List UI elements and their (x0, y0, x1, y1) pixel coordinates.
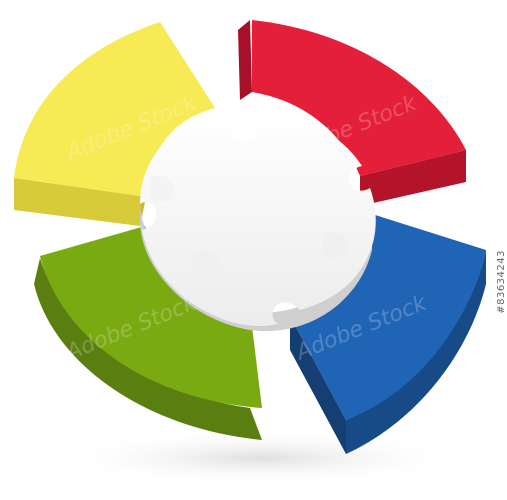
red-segment-side (238, 20, 252, 100)
green-segment-top (40, 226, 262, 408)
center-puzzle-piece (140, 111, 376, 332)
blue-segment-side (290, 316, 346, 454)
red-segment-side-outer (360, 150, 466, 206)
blue-segment-top (290, 214, 486, 420)
blue-segment-side-outer (346, 250, 486, 454)
center-notch-bottom (192, 249, 220, 277)
yellow-segment-top (14, 22, 215, 196)
green-segment (34, 226, 262, 440)
center-notch-top (229, 118, 259, 142)
green-segment-side (34, 258, 262, 440)
center-notch-right (322, 231, 349, 259)
center-notch-left (150, 175, 174, 203)
blue-segment (290, 214, 486, 454)
red-segment (238, 20, 466, 206)
yellow-segment-side (14, 178, 140, 226)
stock-image-id: #83634243 (496, 250, 507, 314)
red-segment-top (252, 20, 466, 176)
